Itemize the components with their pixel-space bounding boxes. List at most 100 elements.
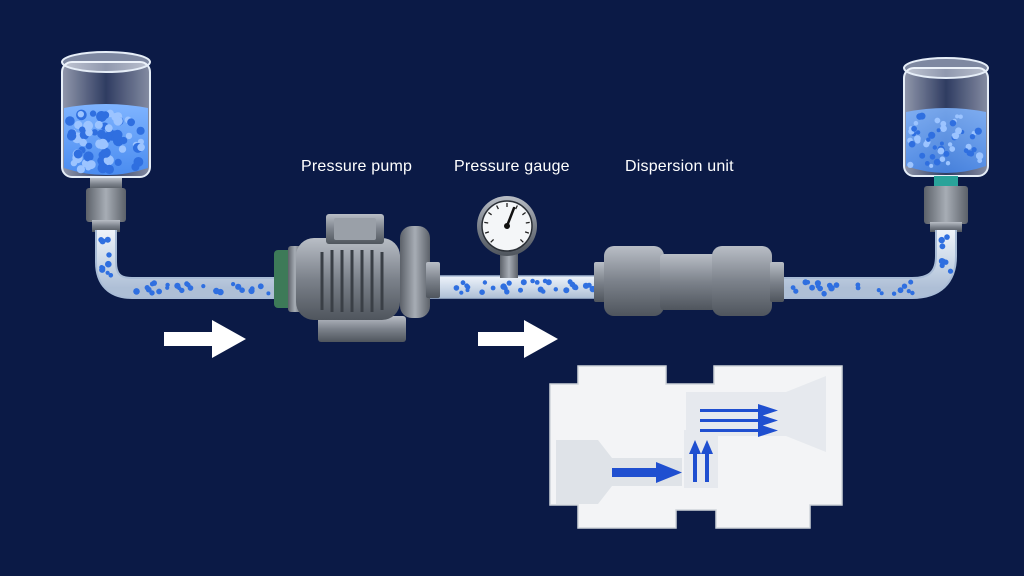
particle	[530, 278, 535, 284]
particle	[85, 142, 93, 150]
particle	[257, 283, 264, 290]
particle	[104, 164, 114, 174]
left-container-particles	[65, 109, 145, 174]
particle	[248, 287, 255, 295]
particle	[177, 286, 182, 291]
particle	[805, 280, 811, 285]
particle	[968, 150, 975, 157]
gauge-tick	[488, 211, 492, 216]
particle	[924, 161, 930, 166]
particle	[582, 282, 590, 289]
dispersion-cross-section	[549, 365, 843, 529]
particle	[938, 258, 946, 265]
particle	[955, 127, 962, 135]
particle	[96, 111, 107, 122]
particle	[213, 287, 220, 295]
particle	[932, 145, 937, 150]
particle	[125, 132, 133, 140]
particle	[137, 143, 145, 152]
particle	[105, 270, 110, 275]
particle	[926, 137, 931, 142]
particle	[506, 280, 512, 286]
particle	[459, 290, 464, 295]
particle	[112, 129, 123, 140]
particle	[105, 260, 112, 268]
particle	[974, 127, 982, 135]
particle	[963, 148, 969, 154]
particle	[490, 285, 496, 291]
particle	[145, 286, 152, 293]
cross-section-arrows-vertical	[689, 440, 713, 482]
particle	[947, 268, 954, 274]
particle	[104, 124, 113, 133]
particle	[500, 283, 507, 290]
particle	[100, 147, 111, 158]
pipe	[95, 230, 957, 299]
particle	[482, 280, 488, 285]
particle	[127, 118, 135, 127]
particle	[915, 130, 921, 135]
pressure-pump-label: Pressure pump	[301, 158, 413, 175]
particle	[929, 163, 934, 168]
particle	[933, 158, 941, 166]
particle	[908, 279, 914, 285]
particle	[949, 146, 956, 152]
gauge-tick	[522, 211, 526, 216]
particle	[939, 243, 946, 250]
particle	[790, 285, 796, 290]
particle	[939, 262, 945, 269]
particle	[518, 287, 523, 293]
particle	[569, 281, 576, 288]
particle	[945, 161, 951, 166]
particle	[104, 236, 111, 243]
particle	[965, 143, 972, 150]
gauge-tick	[490, 238, 495, 243]
particle	[929, 154, 936, 160]
particle	[133, 288, 140, 295]
particle	[113, 116, 123, 126]
particle	[239, 287, 245, 294]
particle	[821, 291, 827, 297]
particle	[937, 147, 945, 155]
pipe-particles	[98, 234, 954, 297]
particle	[79, 126, 86, 133]
particle	[907, 161, 914, 168]
particle	[120, 136, 128, 145]
particle	[77, 111, 85, 118]
particle	[809, 284, 815, 291]
gauge-tick	[515, 205, 518, 210]
particle	[876, 288, 881, 293]
flow-arrow-middle	[478, 320, 558, 358]
gauge-tick	[496, 205, 499, 210]
particle	[89, 110, 97, 117]
particle	[99, 238, 106, 245]
left-container	[61, 51, 151, 232]
particle	[934, 117, 941, 124]
particle	[537, 286, 544, 293]
particle	[86, 160, 96, 170]
particle	[928, 131, 936, 139]
particle	[891, 291, 897, 296]
particle	[465, 288, 470, 293]
particle	[901, 283, 908, 289]
particle	[879, 291, 884, 296]
particle	[65, 116, 75, 126]
particle	[520, 279, 527, 286]
particle	[940, 120, 947, 127]
particle	[83, 151, 94, 162]
particle	[977, 158, 983, 164]
particle	[74, 120, 83, 130]
particle	[266, 291, 271, 296]
particle	[897, 287, 904, 294]
particle	[479, 289, 485, 296]
particle	[923, 141, 930, 148]
particle	[453, 285, 460, 291]
particle	[855, 282, 860, 288]
particle	[201, 284, 206, 289]
particle	[911, 125, 917, 132]
particle	[184, 281, 190, 287]
particle	[969, 134, 976, 140]
particle	[563, 287, 570, 294]
cross-section-arrows-horizontal	[700, 404, 778, 437]
